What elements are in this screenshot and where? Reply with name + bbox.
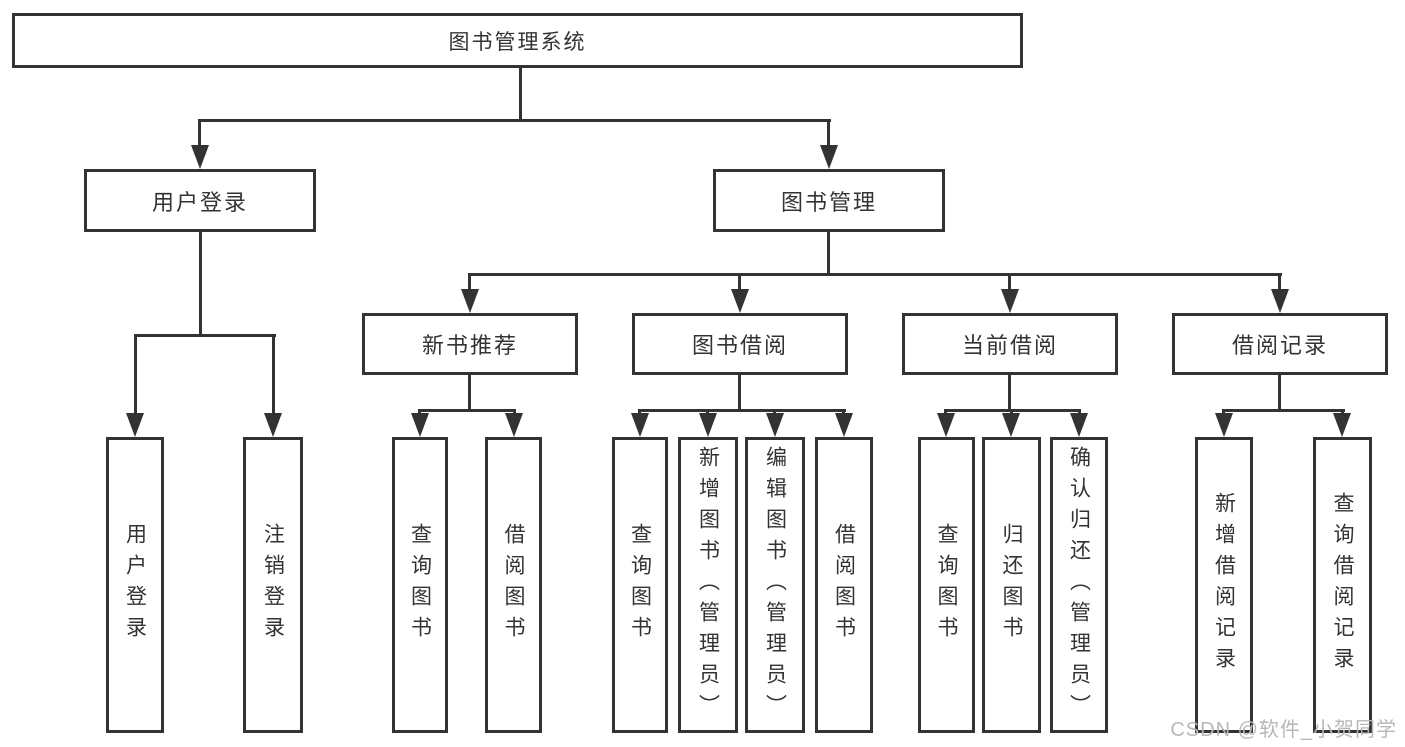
leaf-logout-label: 注销登录 [261, 523, 285, 647]
leaf-borrow-books-recommend: 借阅图书 [485, 437, 542, 733]
connector-line [468, 273, 471, 291]
node-current-borrow: 当前借阅 [902, 313, 1118, 375]
connector-line [198, 119, 831, 122]
leaf-edit-book-admin: 编辑图书（管理员） [745, 437, 805, 733]
node-book-management: 图书管理 [713, 169, 945, 232]
node-current-borrow-label: 当前借阅 [961, 333, 1058, 358]
connector-line [827, 119, 830, 147]
node-new-book-recommend-label: 新书推荐 [421, 333, 518, 358]
connector-line [773, 409, 776, 415]
connector-line [827, 232, 830, 273]
node-book-borrow: 图书借阅 [632, 313, 848, 375]
node-new-book-recommend: 新书推荐 [362, 313, 578, 375]
node-borrow-records-label: 借阅记录 [1231, 333, 1328, 358]
connector-arrow [937, 413, 955, 437]
leaf-query-borrow-record-label: 查询借阅记录 [1331, 492, 1354, 678]
node-borrow-records: 借阅记录 [1172, 313, 1388, 375]
leaf-confirm-return-admin: 确认归还（管理员） [1050, 437, 1108, 733]
leaf-add-borrow-record-label: 新增借阅记录 [1212, 492, 1236, 678]
connector-arrow [699, 413, 717, 437]
csdn-watermark: CSDN @软件_小贺同学 [1170, 719, 1397, 741]
connector-line [1010, 409, 1013, 415]
connector-arrow [1002, 413, 1020, 437]
connector-line [199, 232, 202, 334]
leaf-add-book-admin: 新增图书（管理员） [678, 437, 738, 733]
connector-line [1078, 409, 1081, 415]
leaf-user-login: 用户登录 [106, 437, 164, 733]
leaf-query-borrow-record: 查询借阅记录 [1313, 437, 1372, 733]
leaf-query-books-borrow-label: 查询图书 [628, 523, 652, 647]
leaf-confirm-return-admin-label: 确认归还（管理员） [1067, 445, 1091, 725]
connector-line [468, 273, 1282, 276]
connector-arrow [835, 413, 853, 437]
node-root: 图书管理系统 [12, 13, 1023, 68]
connector-line [738, 273, 741, 291]
connector-line [1341, 409, 1344, 415]
node-user-login: 用户登录 [84, 169, 316, 232]
connector-arrow [1001, 289, 1019, 313]
leaf-edit-book-admin-label: 编辑图书（管理员） [763, 445, 787, 725]
connector-line [1008, 375, 1011, 409]
connector-line [1278, 375, 1281, 409]
connector-arrow [766, 413, 784, 437]
connector-arrow [1333, 413, 1351, 437]
leaf-add-book-admin-label: 新增图书（管理员） [696, 445, 720, 725]
connector-line [1222, 409, 1345, 412]
connector-line [1222, 409, 1225, 415]
connector-line [1278, 273, 1281, 291]
leaf-add-borrow-record: 新增借阅记录 [1195, 437, 1253, 733]
leaf-borrow-books: 借阅图书 [815, 437, 873, 733]
connector-arrow [731, 289, 749, 313]
connector-line [738, 375, 741, 409]
leaf-return-book: 归还图书 [982, 437, 1041, 733]
connector-arrow [505, 413, 523, 437]
connector-arrow [461, 289, 479, 313]
connector-line [638, 409, 846, 412]
connector-line [134, 334, 137, 413]
connector-arrow [264, 413, 282, 437]
node-book-borrow-label: 图书借阅 [691, 333, 788, 358]
connector-line [134, 334, 276, 337]
connector-line [272, 334, 275, 413]
leaf-return-book-label: 归还图书 [1000, 523, 1023, 647]
leaf-logout: 注销登录 [243, 437, 303, 733]
connector-line [418, 409, 516, 412]
connector-arrow [631, 413, 649, 437]
leaf-query-books-current: 查询图书 [918, 437, 975, 733]
connector-line [468, 375, 471, 409]
connector-line [519, 68, 522, 119]
connector-line [1008, 273, 1011, 291]
leaf-borrow-books-recommend-label: 借阅图书 [502, 523, 525, 647]
connector-arrow [820, 145, 838, 169]
connector-arrow [191, 145, 209, 169]
connector-line [418, 409, 421, 415]
leaf-query-books-recommend-label: 查询图书 [408, 523, 432, 647]
connector-arrow [1215, 413, 1233, 437]
connector-line [198, 119, 201, 147]
leaf-borrow-books-label: 借阅图书 [832, 523, 856, 647]
leaf-query-books-recommend: 查询图书 [392, 437, 448, 733]
connector-line [706, 409, 709, 415]
node-user-login-label: 用户登录 [151, 189, 248, 215]
connector-line [842, 409, 845, 415]
leaf-query-books-current-label: 查询图书 [935, 523, 958, 647]
connector-line [638, 409, 641, 415]
connector-line [513, 409, 516, 415]
node-book-management-label: 图书管理 [780, 189, 877, 215]
leaf-user-login-label: 用户登录 [123, 523, 147, 647]
connector-line [944, 409, 947, 415]
connector-arrow [411, 413, 429, 437]
connector-arrow [1271, 289, 1289, 313]
connector-arrow [126, 413, 144, 437]
leaf-query-books-borrow: 查询图书 [612, 437, 668, 733]
connector-arrow [1070, 413, 1088, 437]
node-root-label: 图书管理系统 [448, 30, 587, 54]
